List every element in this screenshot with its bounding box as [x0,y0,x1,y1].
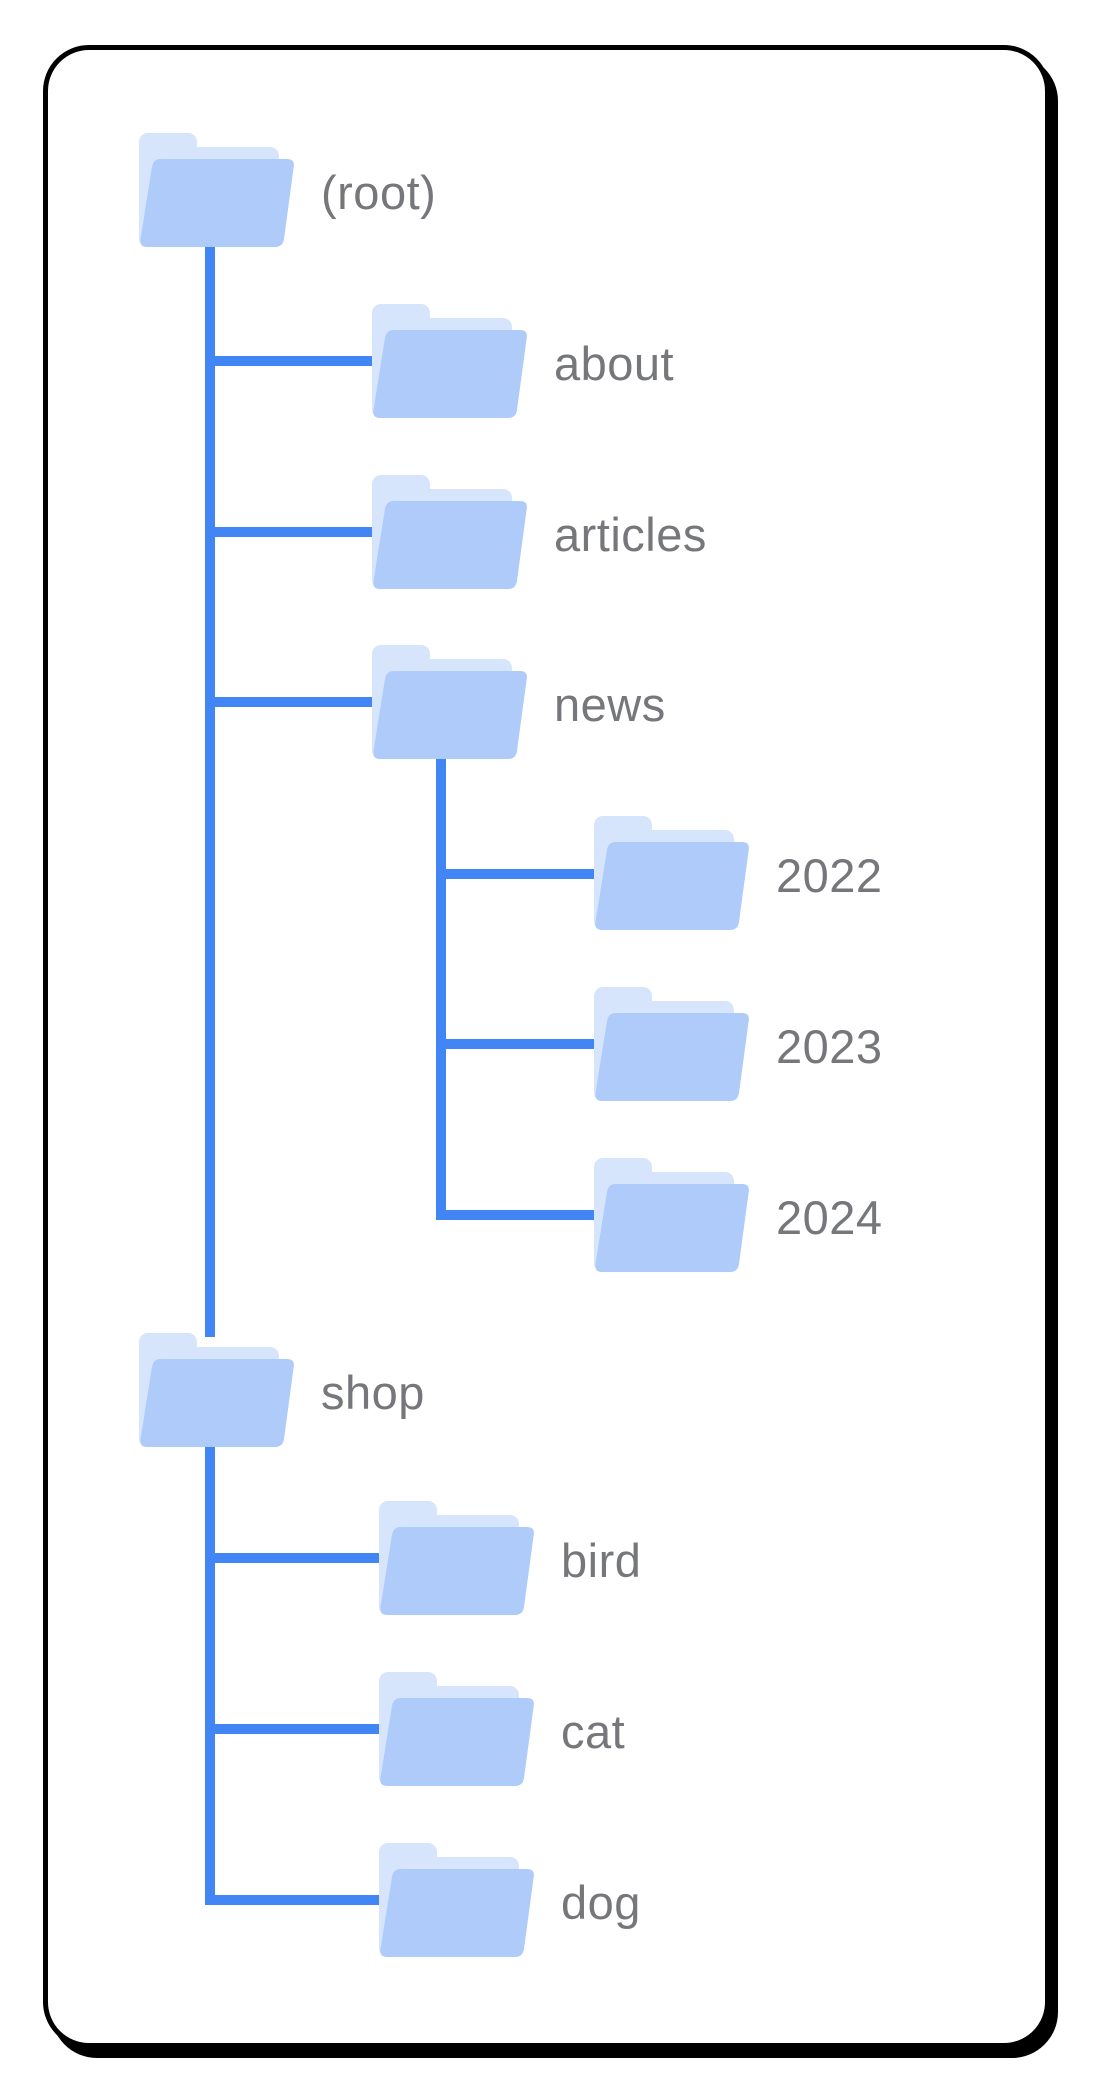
folder-label-2023: 2023 [776,1020,883,1073]
connector-trunk-news [436,758,446,1220]
folder-label-2022: 2022 [776,849,883,902]
tree-node-articles: articles [372,475,1100,589]
folder-icon [139,133,295,247]
folder-label-root: (root) [321,166,437,219]
connector-trunk-shop [205,1446,215,1905]
folder-icon [379,1672,535,1786]
folder-label-cat: cat [561,1705,626,1758]
folder-label-articles: articles [554,508,707,561]
folder-icon [594,1158,750,1272]
folder-label-news: news [554,678,666,731]
tree-node-about: about [372,304,1100,418]
folder-label-bird: bird [561,1534,642,1587]
folder-label-shop: shop [321,1366,425,1419]
tree-node-dog: dog [379,1843,1100,1957]
tree-node-2023: 2023 [594,987,1100,1101]
tree-node-2024: 2024 [594,1158,1100,1272]
connector-branch-dog [205,1895,391,1905]
folder-icon [372,645,528,759]
folder-label-about: about [554,337,675,390]
folder-label-2024: 2024 [776,1191,883,1244]
tree-node-cat: cat [379,1672,1100,1786]
connector-branch-articles [205,527,385,537]
connector-branch-about [205,356,385,366]
tree-node-2022: 2022 [594,816,1100,930]
folder-icon [379,1843,535,1957]
folder-icon [372,304,528,418]
connector-branch-2022 [436,869,606,879]
tree-node-news: news [372,645,1100,759]
folder-icon [372,475,528,589]
connector-branch-bird [205,1553,391,1563]
tree-node-root: (root) [139,133,899,247]
folder-label-dog: dog [561,1876,641,1929]
connector-branch-2024 [436,1210,606,1220]
connector-branch-news [205,697,385,707]
connector-branch-cat [205,1724,391,1734]
folder-icon [594,816,750,930]
folder-icon [379,1501,535,1615]
connector-trunk-root [205,246,215,1337]
tree-node-bird: bird [379,1501,1100,1615]
tree-node-shop: shop [139,1333,899,1447]
folder-icon [139,1333,295,1447]
connector-branch-2023 [436,1039,606,1049]
folder-icon [594,987,750,1101]
